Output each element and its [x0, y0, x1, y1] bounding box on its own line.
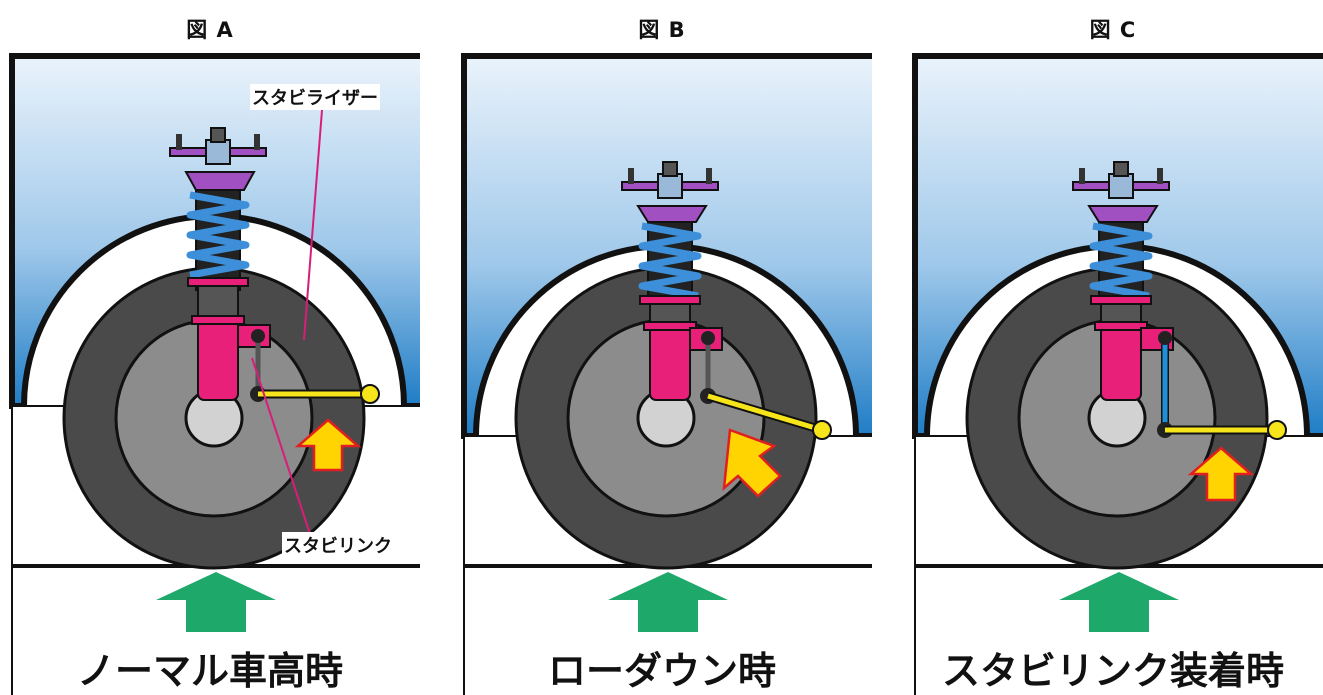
figure-title: 図 A [186, 18, 234, 42]
stabilizer-label: スタビライザー [250, 84, 380, 110]
ground-arrow [1059, 572, 1179, 632]
top-mount [621, 161, 719, 223]
panel-b-diagram [461, 53, 872, 695]
force-arrow [294, 418, 362, 472]
stabilizer-leader [303, 109, 323, 341]
damper-body [197, 319, 239, 401]
stabilink-label: スタビリンク [282, 532, 394, 558]
figure-title: 図 C [1089, 18, 1137, 42]
panel-c-diagram [912, 53, 1323, 695]
ground-arrow [156, 572, 276, 632]
stabilink-leader [251, 357, 313, 541]
figure-title: 図 B [638, 18, 686, 42]
panel-caption: スタビリンク装着時 [941, 649, 1284, 693]
force-arrow [1187, 446, 1255, 502]
damper-body [1100, 325, 1142, 401]
panel-a: 図 A スタビライザー スタビリンク ノーマル車高時 [0, 0, 420, 695]
force-arrow [722, 428, 782, 498]
panel-c: 図 C スタビリンク装着時 [903, 0, 1323, 695]
panel-caption: ローダウン時 [547, 649, 776, 693]
coil-spring [186, 191, 250, 279]
ground-arrow [608, 572, 728, 632]
damper-body [649, 325, 691, 401]
top-mount [1072, 161, 1170, 223]
panel-b: 図 B ローダウン時 [452, 0, 872, 695]
panel-caption: ノーマル車高時 [76, 649, 343, 693]
coil-spring [638, 222, 702, 300]
coil-spring [1089, 222, 1153, 300]
top-mount [169, 127, 267, 191]
